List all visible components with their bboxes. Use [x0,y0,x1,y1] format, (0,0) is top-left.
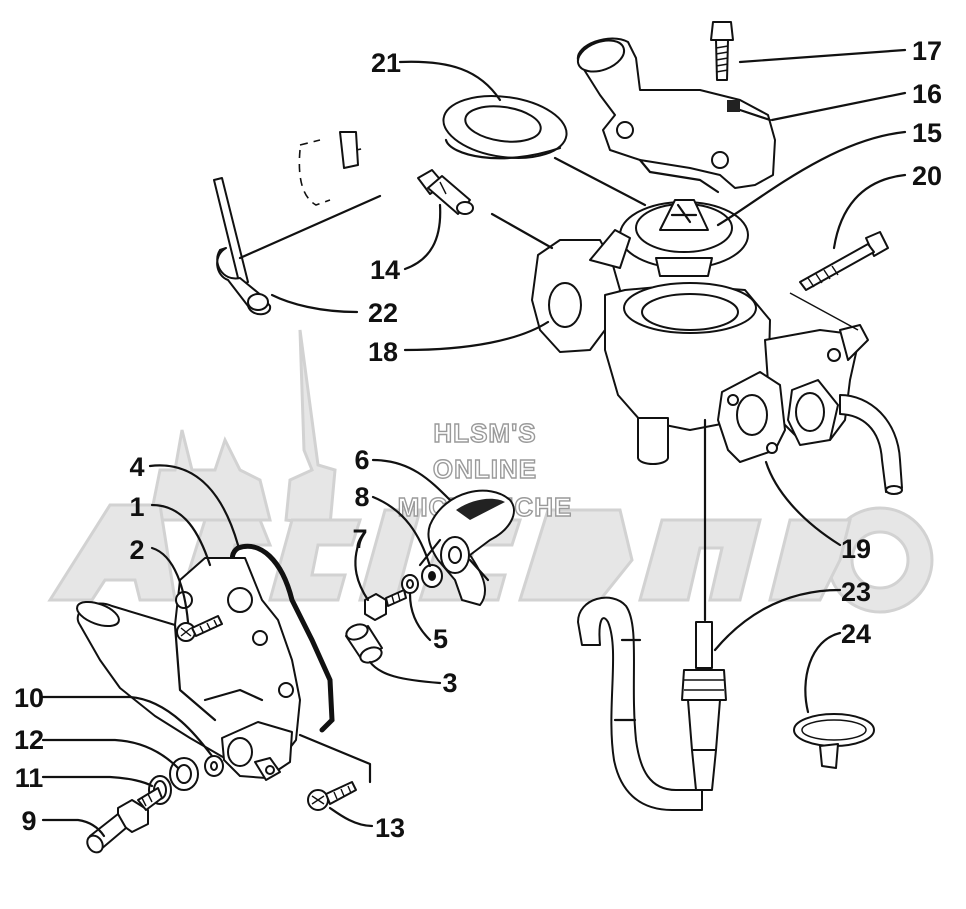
coolant-hose [577,596,703,811]
upper-alignment-lines [238,156,707,622]
callout-19: 19 [841,534,871,564]
callout-15: 15 [912,118,942,148]
lock-washer [421,564,443,588]
callout-leaders [41,48,907,838]
cable-tie [213,177,272,316]
watermark-line1: HLSM'S [433,418,536,448]
harness-outline [298,131,367,206]
callout-24: 24 [841,619,871,649]
pump-housing [76,557,301,781]
lower-alignment-lines [298,733,372,784]
temperature-sensor [681,621,727,791]
callout-5: 5 [433,624,448,654]
callout-8: 8 [354,482,369,512]
thermostat [619,199,749,277]
impeller [418,489,515,606]
watermark-line2: ONLINE [433,454,537,484]
callout-10: 10 [14,683,44,713]
callout-20: 20 [912,161,942,191]
mounting-screw [307,781,357,811]
callout-13: 13 [375,813,405,843]
callout-labels: 21 17 16 15 20 14 22 18 19 23 24 4 1 2 6… [14,36,942,843]
callout-9: 9 [21,806,36,836]
callout-18: 18 [368,337,398,367]
housing-bolt [789,231,889,331]
callout-23: 23 [841,577,871,607]
spacer [345,623,383,664]
housing-gasket [717,371,839,463]
watermark-towers [148,429,272,522]
callout-17: 17 [912,36,942,66]
hose-clamp [793,713,875,769]
callout-14: 14 [370,255,400,285]
callout-1: 1 [129,492,144,522]
cover-bolt [710,21,734,81]
callout-12: 12 [14,725,44,755]
callout-4: 4 [129,452,144,482]
callout-21: 21 [371,48,401,78]
callout-16: 16 [912,79,942,109]
callout-6: 6 [354,445,369,475]
watermark-spire [284,329,337,527]
impeller-bolt [364,589,407,621]
thermostat-seal [442,95,568,160]
callout-7: 7 [352,524,367,554]
housing-screw [176,615,223,642]
hose-fitting [417,169,474,215]
callout-22: 22 [368,298,398,328]
callout-2: 2 [129,535,144,565]
small-washer [204,755,224,777]
drain-bolt [86,787,163,854]
callout-11: 11 [15,763,44,793]
outlet-pipe [839,394,903,495]
seal-ring [169,757,199,791]
callout-3: 3 [442,668,457,698]
thermostat-cover [576,37,776,194]
